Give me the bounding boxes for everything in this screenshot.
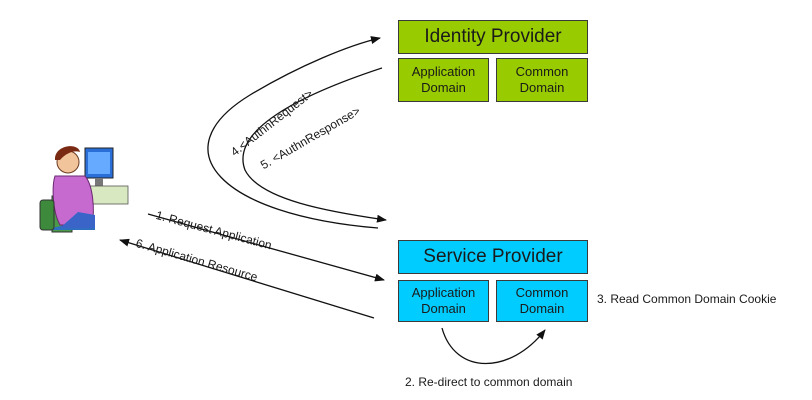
arrow-request-application [147, 213, 385, 282]
service-provider-title: Service Provider [398, 240, 588, 274]
sp-application-domain: Application Domain [398, 280, 489, 322]
idp-application-domain: Application Domain [398, 58, 489, 102]
user-at-computer-icon [39, 146, 129, 233]
arrow-redirect-common-domain [441, 327, 546, 365]
sp-common-domain: Common Domain [496, 280, 588, 322]
arrow-application-resource [119, 238, 375, 319]
arrow-authn-response [242, 67, 387, 223]
step-3-label: 3. Read Common Domain Cookie [597, 292, 777, 306]
arrow-authn-request [207, 36, 381, 229]
step-2-label: 2. Re-direct to common domain [405, 375, 573, 389]
identity-provider-title: Identity Provider [398, 20, 588, 54]
idp-common-domain: Common Domain [496, 58, 588, 102]
